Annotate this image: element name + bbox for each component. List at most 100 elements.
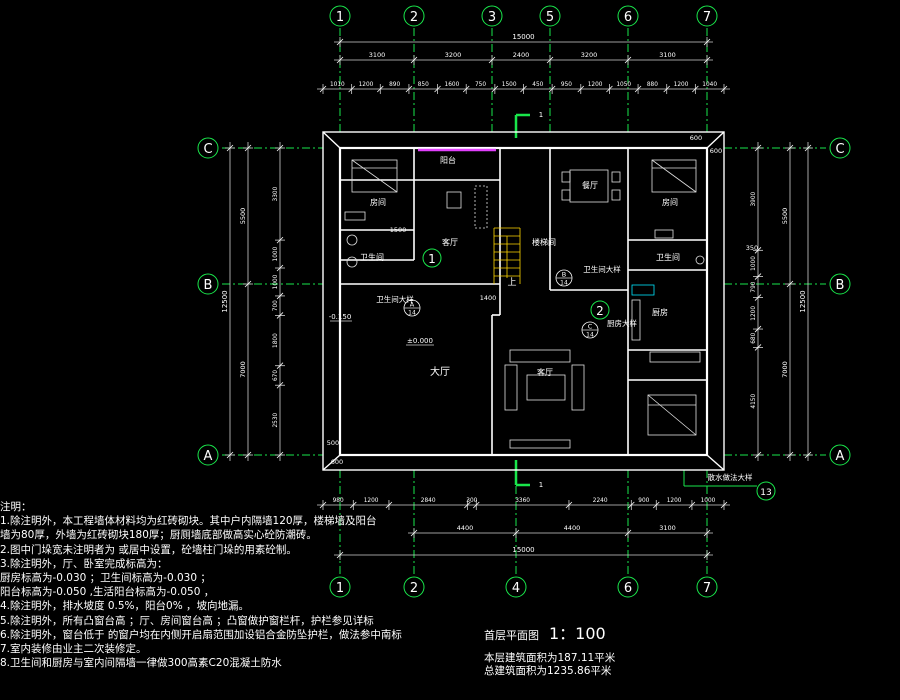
dim-value: 880 [647, 82, 658, 88]
dim-tick [434, 85, 441, 93]
tv-cabinet [474, 185, 488, 229]
dim-value: 1200 [364, 498, 379, 504]
dim-tick [703, 551, 711, 559]
dim-tick [754, 344, 762, 351]
eave-line [322, 131, 341, 149]
dim-value: 1000 [273, 274, 279, 289]
tv-cabinet [509, 439, 571, 449]
dim-tick [244, 144, 252, 152]
axis-bubble [481, 5, 503, 27]
note-line: 厨房标高为-0.030 ；卫生间标高为-0.030 ； [0, 572, 211, 585]
dim-tick [606, 85, 613, 93]
dim-value: 4150 [751, 394, 757, 409]
axis-bubble [197, 137, 219, 159]
dim-tick [804, 144, 812, 152]
note-line: 4.除注明外，排水坡度 0.5%，阳台0% ，坡向地漏。 [0, 600, 250, 613]
dim-tick [244, 280, 252, 288]
index-circle [422, 248, 442, 268]
dim-value: 980 [333, 498, 344, 504]
bed-left [351, 159, 398, 193]
dim-value: 5500 [239, 208, 247, 225]
dim-value: 3360 [515, 498, 530, 504]
dim-value: 15000 [512, 546, 534, 554]
note-line: 2.图中门垛宽未注明者为 或居中设置，砼墙柱门垛的用素砼制。 [0, 543, 297, 556]
outer-boundary [322, 131, 725, 471]
armchair [504, 364, 518, 411]
note-line: 3.除注明外，厅、卧室完成标高为： [0, 557, 168, 570]
dim-tick [688, 501, 696, 509]
axis-label: 4 [512, 581, 520, 596]
dim-value: 1010 [330, 82, 345, 88]
bed-sheet [651, 159, 697, 193]
dim-tick [276, 451, 284, 459]
axis-label: 6 [624, 10, 632, 25]
dim-value: 5500 [781, 208, 789, 225]
axis-label: C [203, 142, 212, 157]
dim-tick [754, 451, 762, 459]
small-dim: 600 [331, 458, 343, 466]
dim-tick [276, 144, 284, 152]
dim-value: 7000 [239, 361, 247, 378]
level-mark: ±0.000 [407, 337, 433, 345]
dim-tick [276, 264, 284, 272]
section-number: 1 [539, 481, 543, 489]
dim-tick [276, 292, 284, 300]
dim-tick [512, 529, 520, 537]
note-line: 阳台标高为-0.050 ,生活阳台标高为-0.050 ， [0, 586, 215, 599]
dim-value: 850 [418, 82, 429, 88]
dim-tick [336, 551, 344, 559]
axis-bubble [696, 576, 718, 598]
dim-tick [720, 85, 728, 93]
dim-value: 1800 [273, 333, 279, 348]
dim-value: 12500 [221, 290, 229, 312]
axis-bubble [505, 576, 527, 598]
room-label-bath-right: 卫生间 [656, 252, 680, 262]
dim-value: 670 [273, 370, 279, 381]
furniture [344, 159, 705, 449]
dim-value: 2240 [593, 498, 608, 504]
index-circle [590, 300, 610, 320]
dim-value: 900 [638, 498, 649, 504]
kitchen-counter [631, 299, 641, 341]
detail-ref-top: B [562, 271, 566, 279]
dim-tick [754, 273, 762, 280]
dim-tick [377, 85, 384, 93]
axis-bubble [329, 5, 351, 27]
sofa [509, 349, 571, 363]
dim-tick [634, 85, 642, 93]
axis-label: 1 [336, 10, 344, 25]
section-number: 1 [539, 111, 543, 119]
dim-value: 3200 [445, 51, 462, 59]
dim-tick [226, 144, 234, 152]
room-label-hall: 大厅 [430, 365, 450, 378]
dim-tick [786, 280, 794, 288]
axis-label: 5 [546, 10, 554, 25]
dim-value: 750 [475, 82, 486, 88]
dimension-lines [225, 37, 813, 560]
dim-tick [348, 85, 355, 93]
armchair [571, 364, 585, 411]
index-number: 13 [760, 488, 771, 498]
dim-tick [548, 85, 556, 93]
total-area: 总建筑面积为1235.86平米 [484, 665, 612, 677]
kitchen-stove [631, 284, 655, 296]
dining-chair [561, 189, 571, 201]
drawing-scale: 1：100 [549, 624, 606, 643]
dim-tick [624, 56, 632, 64]
dim-tick [226, 451, 234, 459]
note-line: 8.卫生间和厨房与室内间隔墙一律做300高素C20混凝土防水 [0, 657, 282, 670]
dining-chair [561, 171, 571, 183]
dim-value: 7000 [781, 361, 789, 378]
dim-value: 2400 [513, 51, 530, 59]
axis-label: 7 [703, 581, 711, 596]
dim-value: 1200 [667, 498, 682, 504]
dim-tick [491, 85, 499, 93]
dining-chair [611, 189, 621, 201]
vanity [344, 211, 366, 221]
room-label-bedroom-right: 房间 [662, 197, 678, 207]
dim-tick [276, 362, 284, 369]
dim-tick [488, 56, 496, 64]
axis-bubble [829, 273, 851, 295]
